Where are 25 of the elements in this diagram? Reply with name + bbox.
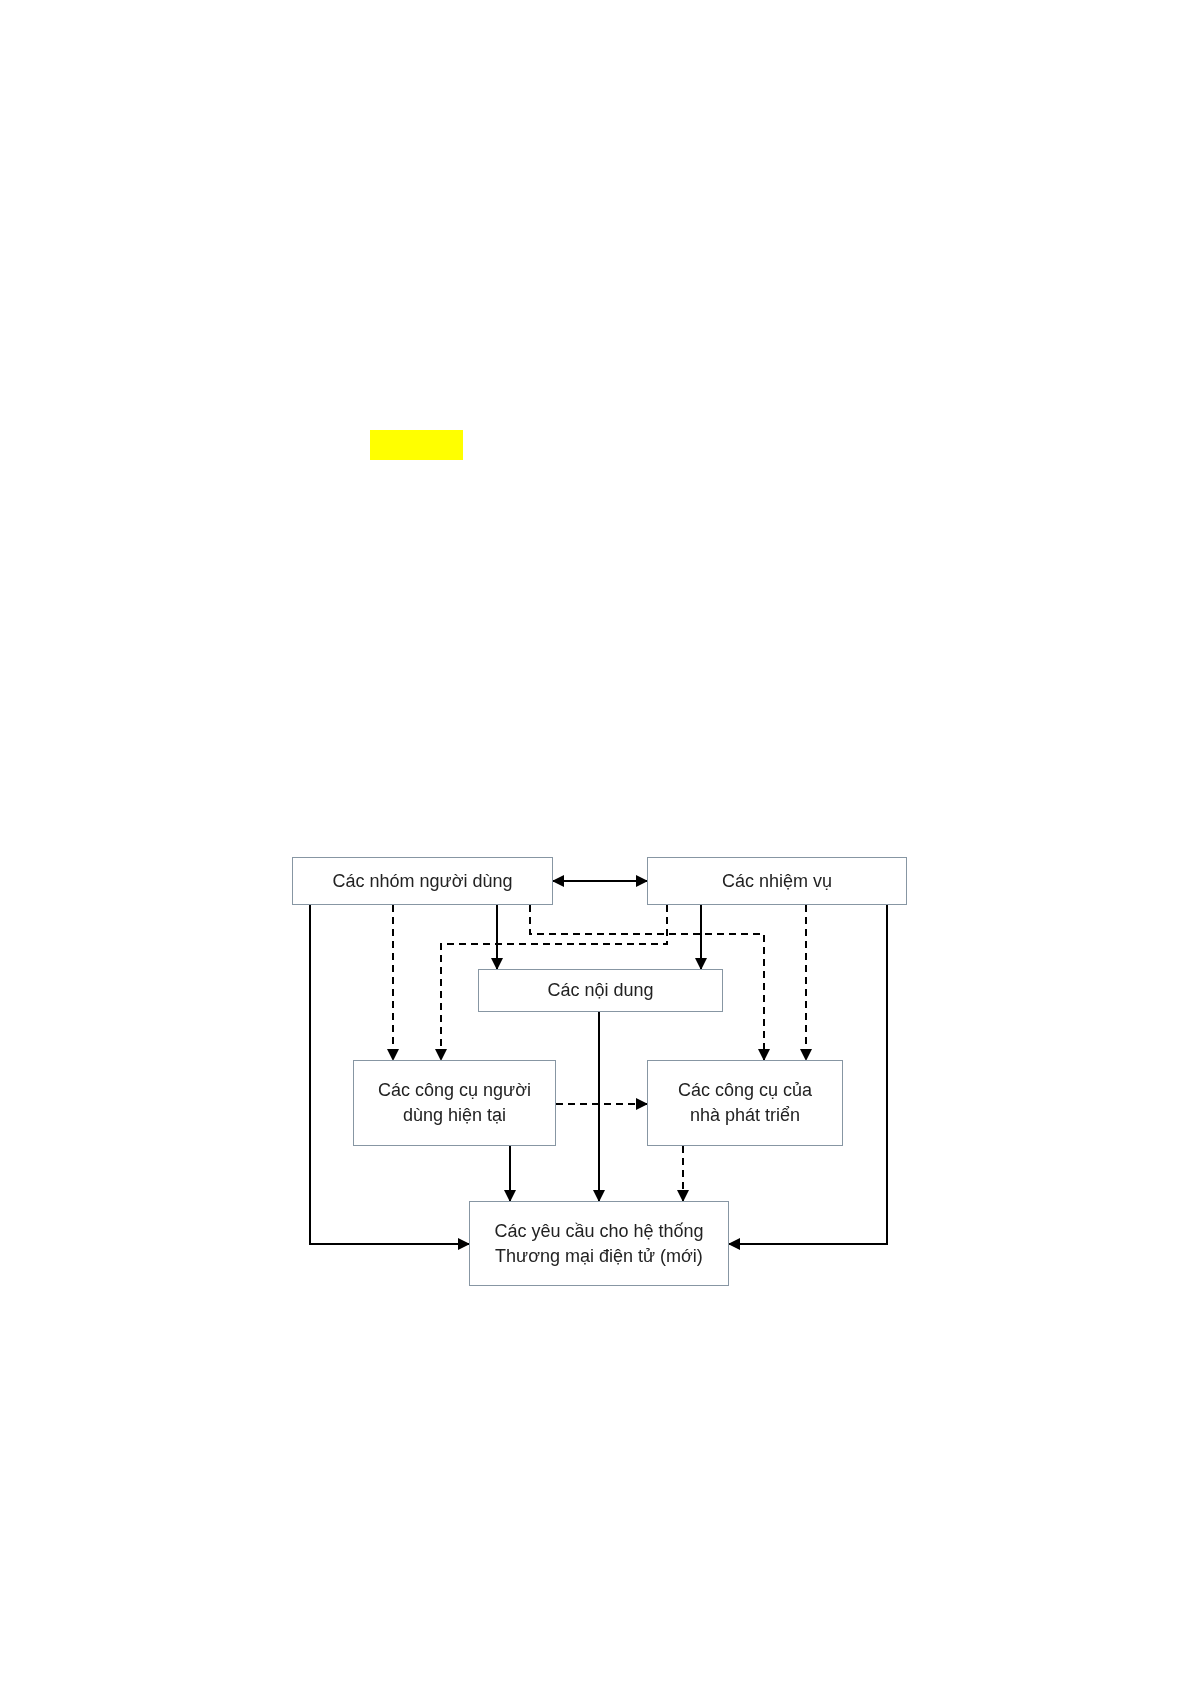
process-box [647, 857, 907, 905]
process-box [469, 1201, 729, 1286]
box-label: Các nhóm người dùng [332, 869, 513, 893]
arrow [435, 904, 668, 1061]
arrow [387, 904, 399, 1061]
box-label: Các nội dung [547, 979, 654, 1002]
arrow [677, 1145, 689, 1202]
arrow [728, 904, 888, 1250]
arrow [309, 904, 470, 1250]
box-label: Các công cụ của nhà phát triển [676, 1079, 814, 1127]
arrow [695, 904, 707, 970]
arrow [552, 875, 648, 887]
arrow [555, 1098, 648, 1110]
process-box [478, 969, 723, 1012]
box-label: Các yêu cầu cho hệ thống Thương mại điện tử (mới) [493, 1219, 705, 1268]
process-box [353, 1060, 556, 1146]
arrow [529, 904, 770, 1061]
arrow [593, 1011, 605, 1202]
box-label: Các nhiệm vụ [721, 869, 833, 893]
arrow [800, 904, 812, 1061]
box-label: Các công cụ người dùng hiện tại [377, 1079, 532, 1127]
process-box [647, 1060, 843, 1146]
process-box [292, 857, 553, 905]
arrow [491, 904, 503, 970]
arrow [504, 1145, 516, 1202]
